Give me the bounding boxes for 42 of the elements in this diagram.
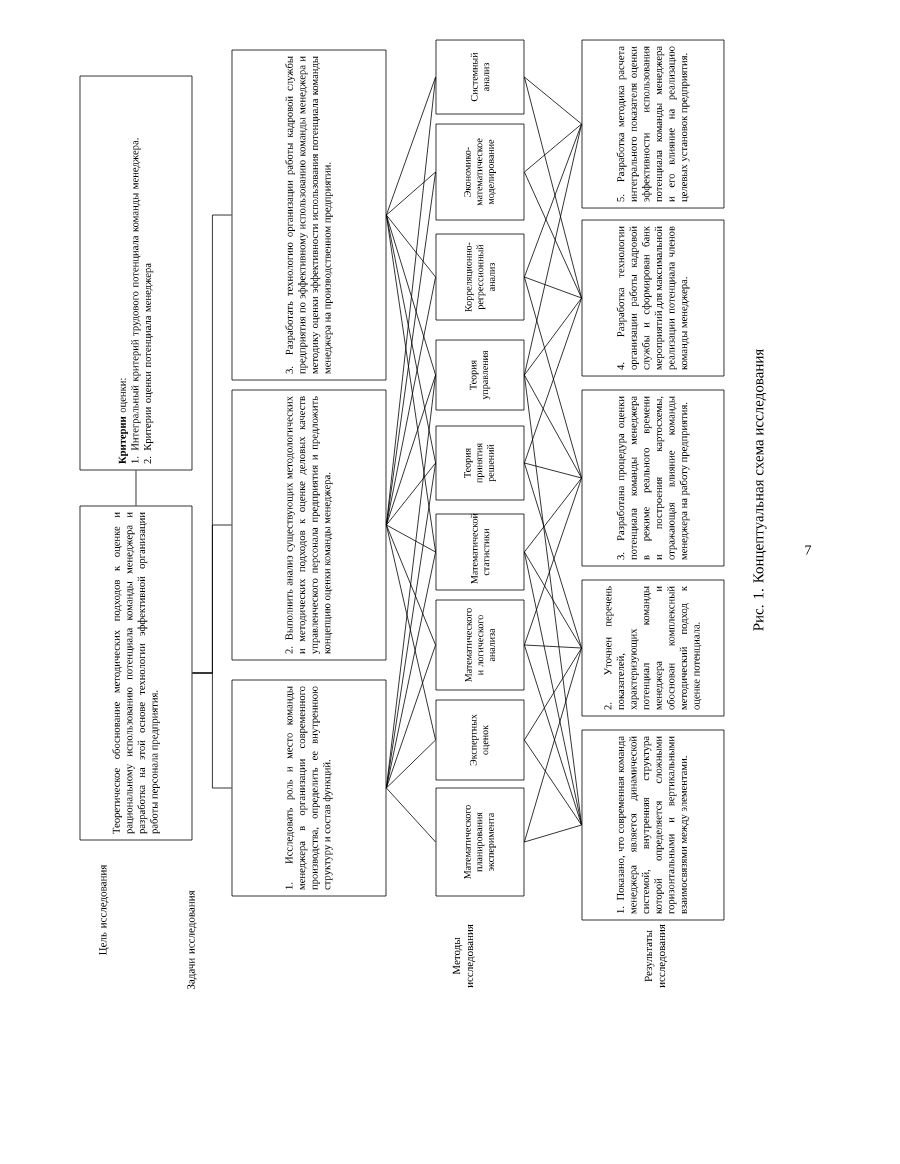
connector-line [524, 297, 582, 376]
connector-line [386, 76, 436, 526]
connector-line [386, 171, 436, 216]
connector-line [386, 214, 436, 278]
connector-line [524, 739, 582, 826]
connector-line [524, 123, 582, 278]
connector-line [386, 524, 436, 646]
connector-line [386, 214, 436, 553]
connector-line [386, 374, 436, 526]
connector-line [524, 374, 582, 826]
connector-line [524, 644, 582, 649]
connector-line [386, 739, 436, 789]
connector-line [524, 276, 582, 299]
connector-line [386, 276, 436, 526]
connector-line [524, 477, 582, 553]
connector-line [386, 374, 436, 789]
connector-line [524, 462, 582, 479]
connector-line [524, 551, 582, 826]
connector-line [524, 551, 582, 649]
connector-line [386, 171, 436, 526]
connector-line [386, 524, 436, 553]
connector-line [524, 76, 582, 125]
connector-line [524, 824, 582, 843]
connector-line [524, 76, 582, 299]
connector-line [192, 214, 232, 674]
connector-line [386, 76, 436, 216]
connector-line [524, 171, 582, 299]
connector-line [386, 551, 436, 789]
connector-line [524, 123, 582, 173]
connector-line [386, 214, 436, 464]
connector-line [524, 123, 582, 376]
connector-line [386, 644, 436, 789]
connector-line [524, 276, 582, 479]
connector-line [524, 374, 582, 479]
connector-line [524, 297, 582, 464]
connector-line [386, 462, 436, 789]
connector-line [386, 787, 436, 843]
connector-line [386, 462, 436, 526]
connector-line [524, 647, 582, 741]
connector-line [386, 524, 436, 741]
connector-line [135, 470, 137, 506]
connector-line [386, 214, 436, 376]
